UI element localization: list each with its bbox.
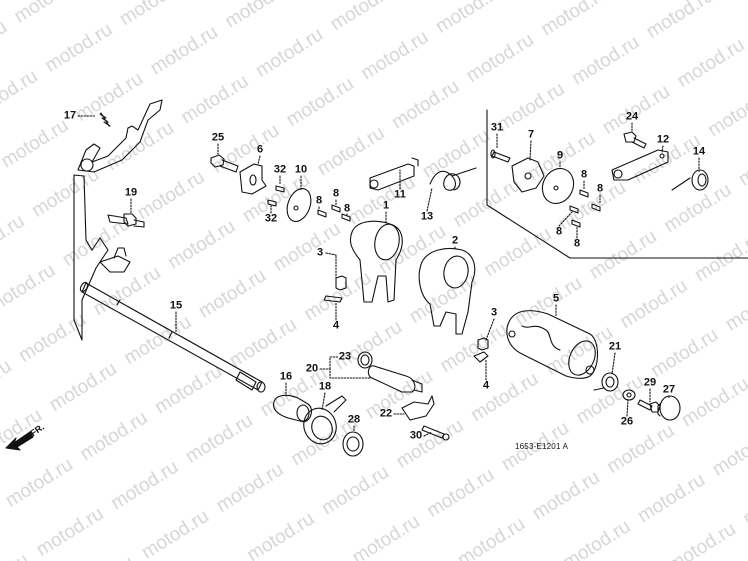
callout-4-left: 4 [332,319,340,332]
callout-18: 18 [318,380,332,393]
dowel-pins-32[interactable] [267,185,285,207]
callout-23: 23 [338,350,352,363]
callout-29: 29 [643,376,657,389]
callout-13: 13 [420,210,434,223]
callout-8-e: 8 [596,182,604,195]
screw-31[interactable] [490,149,511,163]
guide-pin-3-right[interactable] [477,337,489,351]
callout-21: 21 [608,340,622,353]
callout-25: 25 [211,131,225,144]
spring-28[interactable] [342,431,364,457]
dowel-pins-8-inset[interactable] [569,189,601,228]
callout-15: 15 [169,299,183,312]
callout-30: 30 [409,429,423,442]
callout-17: 17 [63,109,77,122]
collar-shaft-20[interactable] [367,365,423,393]
shift-fork-1[interactable] [349,220,403,303]
callout-8-c: 8 [343,202,351,215]
callout-20: 20 [305,362,319,375]
collar-16[interactable] [272,394,313,423]
callout-10: 10 [294,163,308,176]
cotter-pin-4-right[interactable] [473,351,489,363]
shift-fork-2[interactable] [418,247,476,335]
spring-13[interactable] [429,167,477,191]
bolt-30[interactable] [421,425,450,441]
callout-5: 5 [552,292,560,305]
shift-drum-cam-10[interactable] [283,185,315,224]
spring-14[interactable] [671,169,709,191]
pivot-bolt-19[interactable] [107,213,145,228]
callout-3-left: 3 [316,246,324,259]
shift-arm-plate[interactable] [73,174,109,341]
callout-32-top: 32 [273,163,287,176]
bearing-21[interactable] [593,372,619,392]
drawing-code: 1653-E1201 A [515,442,569,451]
bolt-24[interactable] [623,131,647,149]
callout-12: 12 [656,133,670,146]
callout-19: 19 [124,186,138,199]
callout-8-d: 8 [580,168,588,181]
plate-7[interactable] [511,157,545,193]
cotter-pin-4-left[interactable] [323,295,343,303]
callout-31: 31 [490,121,504,134]
oil-seal-23[interactable] [357,351,373,369]
callout-3-right: 3 [490,306,498,319]
callout-28: 28 [347,413,361,426]
shift-drum-5[interactable] [506,310,601,380]
plate-cap[interactable] [99,247,131,273]
callout-26: 26 [620,415,634,428]
callout-8-a: 8 [315,194,323,207]
stopper-arm-part[interactable] [77,99,163,173]
callout-7: 7 [527,128,535,141]
stopper-arm-11[interactable] [369,157,419,191]
leader-lines [77,115,700,437]
plug-27[interactable] [657,395,681,421]
callout-11: 11 [394,188,406,201]
guide-pin-3-left[interactable] [335,275,347,291]
bracket-22[interactable] [401,395,435,421]
bolt-29[interactable] [637,399,661,413]
callout-14: 14 [692,145,706,158]
callout-1: 1 [382,199,390,212]
bolt-25[interactable] [210,154,239,173]
callout-27: 27 [662,383,676,396]
callout-24: 24 [625,110,639,123]
washer-26[interactable] [622,389,636,401]
stopper-arm-12[interactable] [611,149,669,181]
callout-6: 6 [256,143,264,156]
gearshift-spindle-15[interactable] [79,281,266,393]
callout-22: 22 [379,407,393,420]
callout-9: 9 [556,149,564,162]
dowel-pins-8-left[interactable] [317,204,351,222]
callout-16: 16 [279,370,293,383]
stopper-plate-6[interactable] [239,163,267,195]
callout-32-bottom: 32 [264,212,278,225]
callout-8-b: 8 [332,187,340,200]
callout-2: 2 [451,234,459,247]
callout-4-right: 4 [482,379,490,392]
return-spring-18[interactable] [299,395,347,448]
inset-border [486,109,748,259]
callout-8-f: 8 [555,225,563,238]
cam-plate-9[interactable] [537,163,579,208]
front-direction-arrow [5,431,34,451]
callout-8-g: 8 [573,237,581,250]
